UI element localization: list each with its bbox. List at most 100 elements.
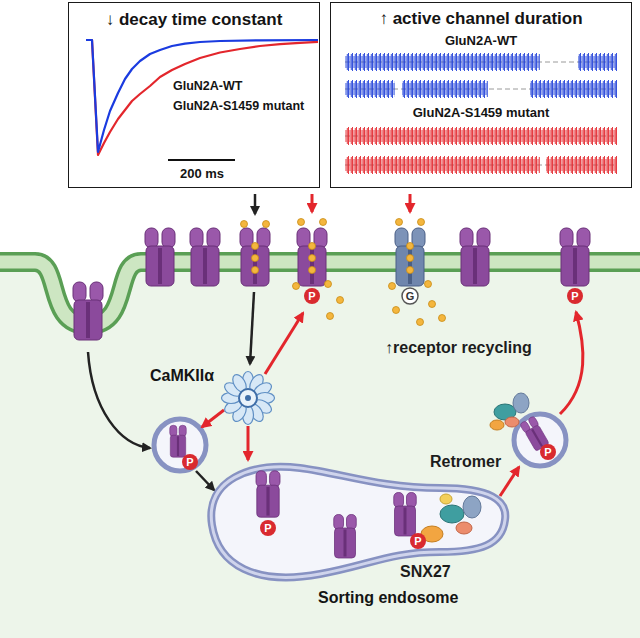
phospho-label: P (544, 447, 551, 458)
ligand-dot (337, 297, 344, 304)
ligand-dot (298, 219, 305, 226)
ligand-dot (320, 219, 327, 226)
cell-illustration (297, 228, 327, 286)
phospho-badge (182, 454, 198, 470)
mutant-channel-trace (345, 156, 617, 174)
ligand-dot (393, 307, 400, 314)
pathway-arrow (500, 467, 519, 496)
ligand-dot (309, 243, 316, 250)
pathway-arrow (409, 194, 412, 212)
scale-bar (168, 159, 235, 161)
ligand-dot (293, 283, 300, 290)
protein-label: Retromer (430, 452, 501, 471)
wt-channel-trace (578, 53, 617, 71)
trace-label: GluN2A-WT (445, 33, 517, 49)
panel-title: ↑ active channel duration (379, 9, 582, 29)
ligand-dot (325, 281, 332, 288)
phospho-badge (260, 520, 276, 536)
mutant-channel-trace (345, 156, 540, 174)
process-label: ↑receptor recycling (385, 338, 532, 357)
wt-channel-trace (530, 80, 617, 98)
endosome-membrane-inner (211, 467, 505, 577)
cell-illustration (395, 228, 425, 286)
wt-channel-trace (345, 80, 395, 98)
decay-panel: ↓ decay time constantGluN2A-WTGluN2A-S14… (68, 2, 320, 188)
endosome-membrane (211, 467, 505, 577)
ligand-dot (389, 283, 396, 290)
trace-label: GluN2A-WT (173, 79, 242, 94)
endosomal-receptor (334, 515, 357, 559)
phospho-badge (304, 288, 320, 304)
node-label: Sorting endosome (318, 588, 458, 607)
pathway-arrow (202, 410, 224, 427)
node-label: CaMKIIα (150, 366, 214, 385)
extracellular-space (0, 0, 640, 325)
retromer-complex (513, 393, 529, 413)
endosomal-receptor (394, 493, 417, 537)
ligand-dot (309, 255, 316, 262)
wt-channel-trace (345, 80, 617, 98)
camkii-subunit (222, 372, 275, 425)
glyco-badge (402, 288, 418, 304)
retromer-subunit (440, 505, 464, 523)
ligand-dot (309, 267, 316, 274)
cell-illustration (240, 228, 270, 286)
mutant-channel-trace (546, 156, 617, 174)
wt-channel-trace (402, 80, 488, 98)
phospho-badge (540, 444, 556, 460)
pathway-arrow (88, 352, 150, 448)
glyco-label: G (406, 291, 415, 302)
ligand-dot (407, 267, 414, 274)
phospho-label: P (186, 457, 193, 468)
cell-illustration (190, 228, 220, 286)
retromer-complex (505, 417, 519, 427)
ligand-dot (241, 221, 248, 228)
ligand-dot (263, 221, 270, 228)
scale-label: 200 ms (180, 166, 224, 182)
mutant-channel-trace (345, 127, 617, 145)
ligand-dot (407, 255, 414, 262)
ligand-dot (327, 313, 334, 320)
endosomal-receptor (256, 471, 280, 517)
retromer-subunit (456, 522, 472, 534)
phospho-label: P (414, 536, 421, 547)
recycling-vesicle (514, 414, 566, 466)
ligand-dot (252, 243, 259, 250)
phospho-label: P (308, 291, 315, 302)
mutant-current-trace (86, 40, 318, 155)
trace-label: GluN2A-S1459 mutant (173, 99, 304, 114)
retromer-subunit (440, 494, 452, 504)
retromer-subunit (463, 496, 481, 518)
phospho-label: P (264, 523, 271, 534)
camkii-core (245, 395, 251, 401)
retromer-complex (490, 420, 504, 430)
pathway-arrow (560, 312, 583, 414)
ligand-dot (241, 219, 446, 326)
ligand-dot (425, 281, 432, 288)
wt-current-trace (86, 40, 318, 152)
ligand-dot (418, 219, 425, 226)
ligand-dot (252, 255, 259, 262)
pathway-connector (247, 426, 250, 460)
ligand-dot (439, 315, 446, 322)
channel-panel: ↑ active channel durationGluN2A-WT GluN2A… (330, 2, 632, 188)
pathway-arrow (265, 313, 303, 374)
endocytic-vesicle (154, 419, 206, 471)
pathway-arrow (254, 194, 257, 214)
ligand-dot (396, 219, 403, 226)
mutant-channel-trace (345, 127, 617, 145)
protein-label: SNX27 (400, 562, 451, 581)
cell-illustration (145, 228, 175, 286)
kinase-node: CaMKIIα (220, 370, 276, 426)
ligand-dot (417, 319, 424, 326)
camkii-holoenzyme (220, 370, 276, 426)
endosome-node: Sorting endosome (200, 460, 520, 615)
phospho-badge (567, 288, 583, 304)
ligand-dot (429, 301, 436, 308)
cell-illustration (460, 228, 490, 286)
pathway-arrow (88, 194, 583, 496)
trace-label: GluN2A-S1459 mutant (413, 105, 550, 121)
cell-illustration (170, 425, 187, 457)
wt-channel-trace (345, 53, 617, 71)
